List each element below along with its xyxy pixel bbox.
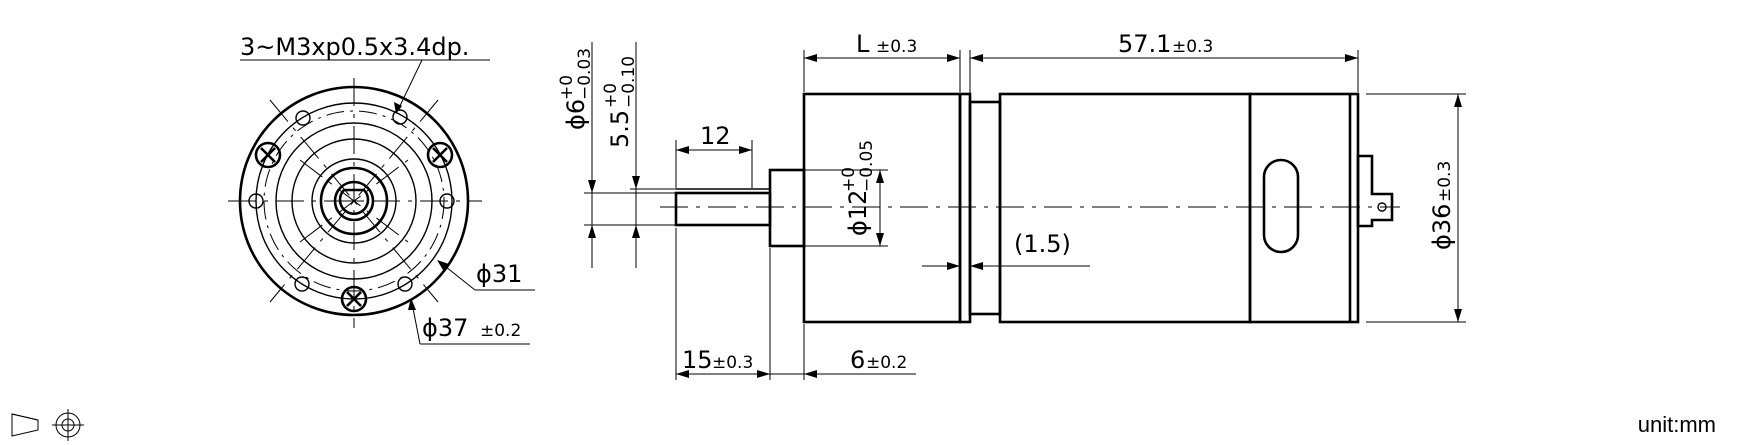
- mount-hole: [248, 193, 264, 209]
- shaft-diameter-tol-lower: −0.03: [575, 48, 595, 100]
- shaft-flat-label: 5.5: [606, 110, 634, 148]
- unit-label: unit:mm: [1637, 412, 1716, 437]
- boss-diameter-tol-lower: −0.05: [857, 140, 877, 192]
- boss-diameter-tol-upper: +0: [839, 167, 859, 192]
- screw-head-icon: [254, 141, 282, 169]
- side-view: ϕ6 +0 −0.03 5.5 +0 −0.10 12 15 ±0.3 6: [557, 30, 1466, 380]
- outer-diameter-tol: ±0.2: [480, 321, 521, 341]
- output-shaft: [674, 191, 772, 227]
- boss-length-tol: ±0.2: [866, 353, 907, 373]
- crosshair-circle-icon: [52, 409, 84, 441]
- vent-slot: [1262, 158, 1300, 254]
- terminal-tab: [1356, 154, 1394, 228]
- boss-diameter-label: ϕ12: [844, 190, 872, 236]
- mount-hole: [439, 193, 455, 209]
- mount-hole: [397, 276, 413, 292]
- motor-body: [998, 92, 1252, 324]
- shaft-diameter-tol-upper: +0: [557, 75, 577, 100]
- inner-diameter-label: ϕ31: [476, 260, 522, 288]
- gearbox-body: [802, 92, 962, 324]
- mount-hole: [294, 276, 310, 292]
- shaft-length-label: 15: [682, 346, 713, 374]
- shaft-flat-tol-lower: −0.10: [619, 56, 639, 108]
- gap-label: (1.5): [1014, 230, 1071, 258]
- mount-hole: [392, 109, 408, 125]
- motor-length-label: 57.1: [1118, 30, 1171, 58]
- gearbox-length-tol: ±0.3: [876, 37, 917, 57]
- outer-diameter-label: ϕ37: [422, 314, 468, 342]
- shaft-length-tol: ±0.3: [712, 353, 753, 373]
- motor-end-cap: [1248, 92, 1360, 324]
- shaft-flat-tol-upper: +0: [601, 83, 621, 108]
- shaft-diameter-label: ϕ6: [562, 99, 590, 130]
- screw-head-icon: [426, 141, 454, 169]
- gearbox-length-label: L: [856, 30, 870, 58]
- flat-length-label: 12: [700, 122, 731, 150]
- motor-length-tol: ±0.3: [1172, 37, 1213, 57]
- third-angle-projection-icon: [11, 413, 39, 437]
- motor-diameter-label: ϕ36: [1428, 204, 1456, 250]
- gearbox-boss: [768, 168, 806, 248]
- boss-length-label: 6: [850, 346, 865, 374]
- thread-callout-label: 3~M3xp0.5x3.4dp.: [240, 33, 469, 61]
- front-view: 3~M3xp0.5x3.4dp. ϕ31 ϕ37 ±0.2: [228, 33, 535, 345]
- mount-hole: [295, 110, 311, 126]
- screw-head-icon: [340, 285, 368, 313]
- motor-diameter-tol: ±0.3: [1435, 161, 1455, 202]
